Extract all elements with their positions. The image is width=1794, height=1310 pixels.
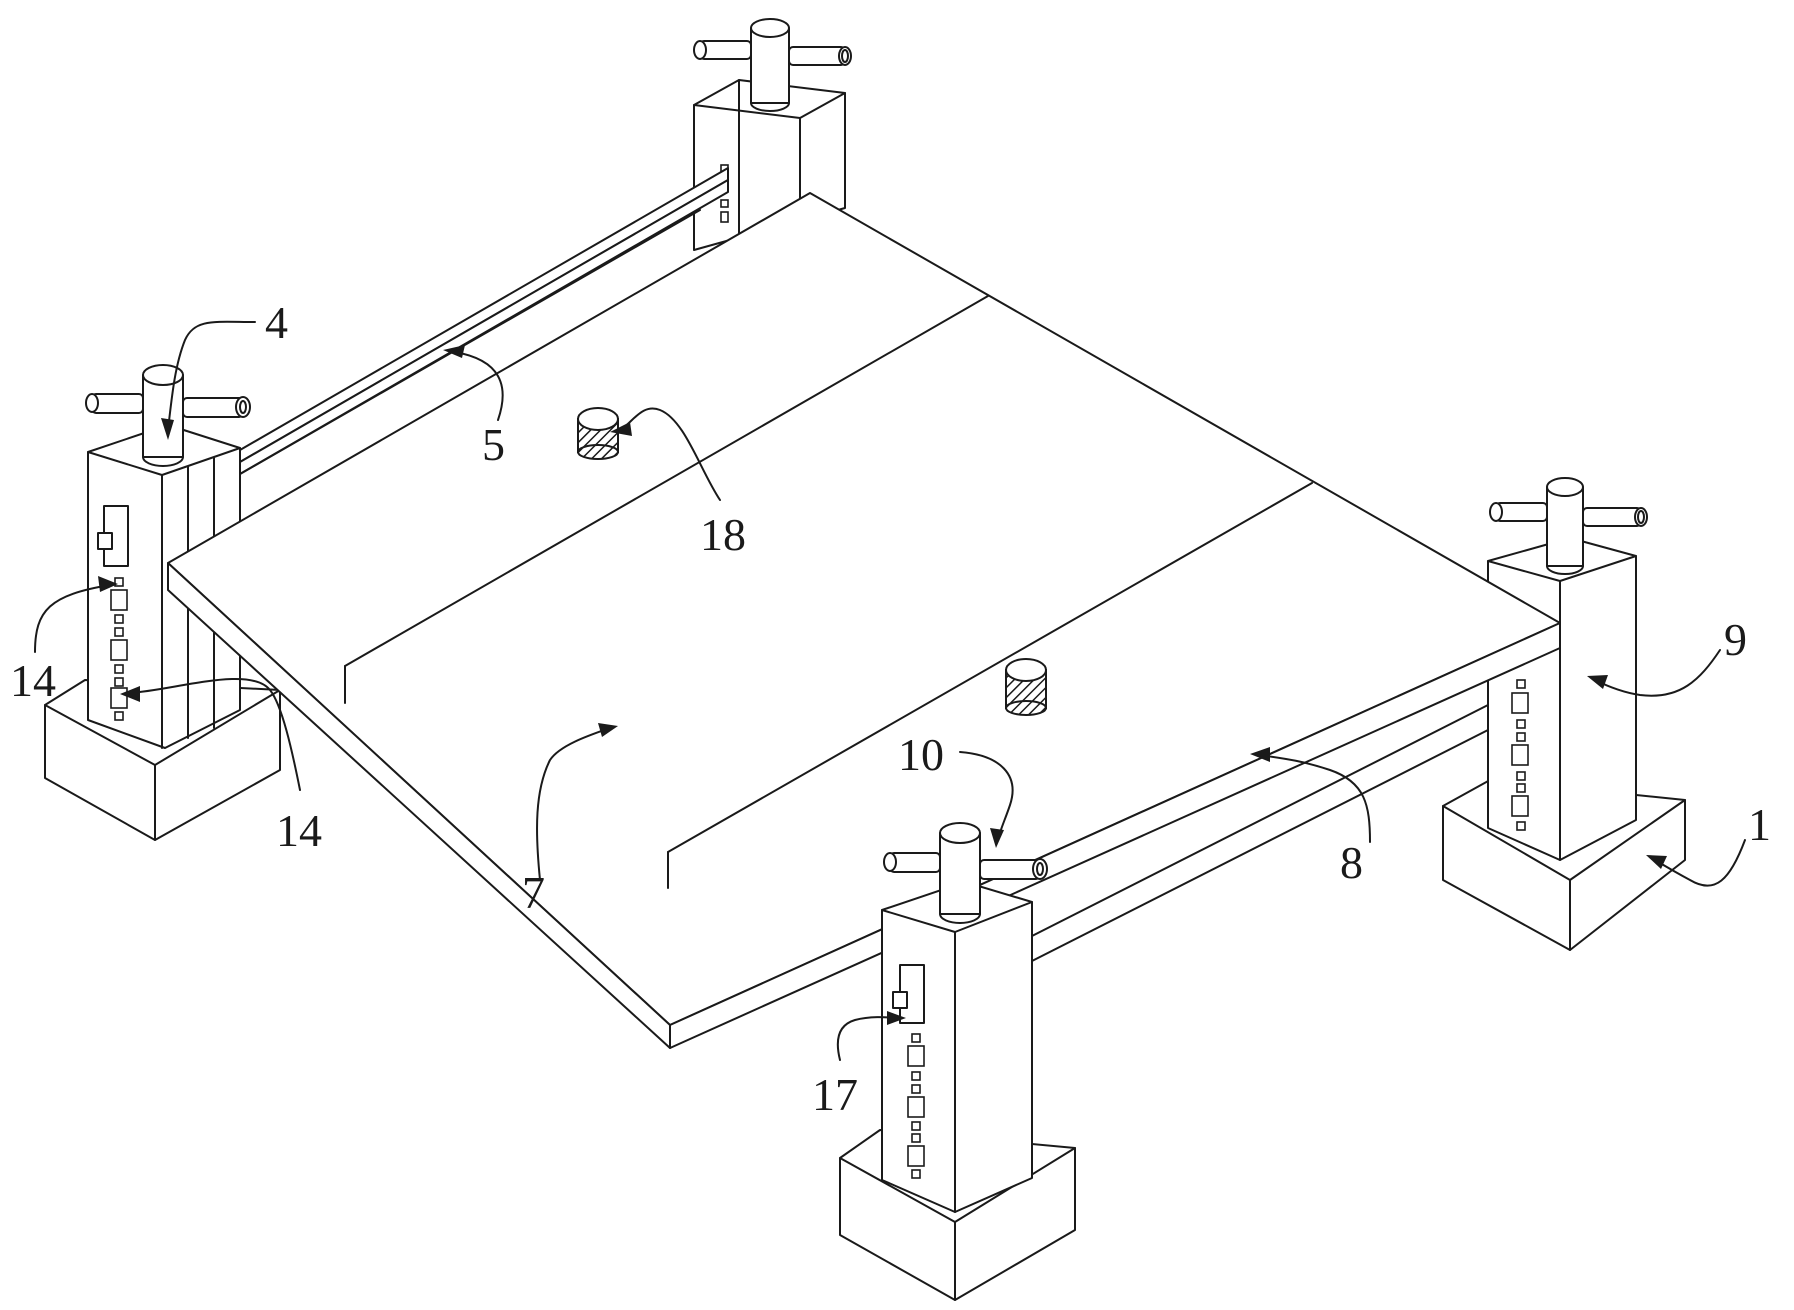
label-9: 9 bbox=[1724, 614, 1747, 665]
platform bbox=[168, 193, 1560, 1048]
knob-center bbox=[1006, 659, 1046, 715]
label-18: 18 bbox=[700, 509, 746, 560]
label-5: 5 bbox=[482, 419, 505, 470]
label-17: 17 bbox=[812, 1069, 858, 1120]
label-7: 7 bbox=[522, 867, 545, 918]
label-10: 10 bbox=[898, 729, 944, 780]
label-14-lower: 14 bbox=[276, 805, 322, 856]
label-8: 8 bbox=[1340, 837, 1363, 888]
label-1: 1 bbox=[1748, 799, 1771, 850]
label-4: 4 bbox=[265, 297, 288, 348]
label-14-upper: 14 bbox=[10, 655, 56, 706]
knob-18 bbox=[578, 408, 618, 459]
